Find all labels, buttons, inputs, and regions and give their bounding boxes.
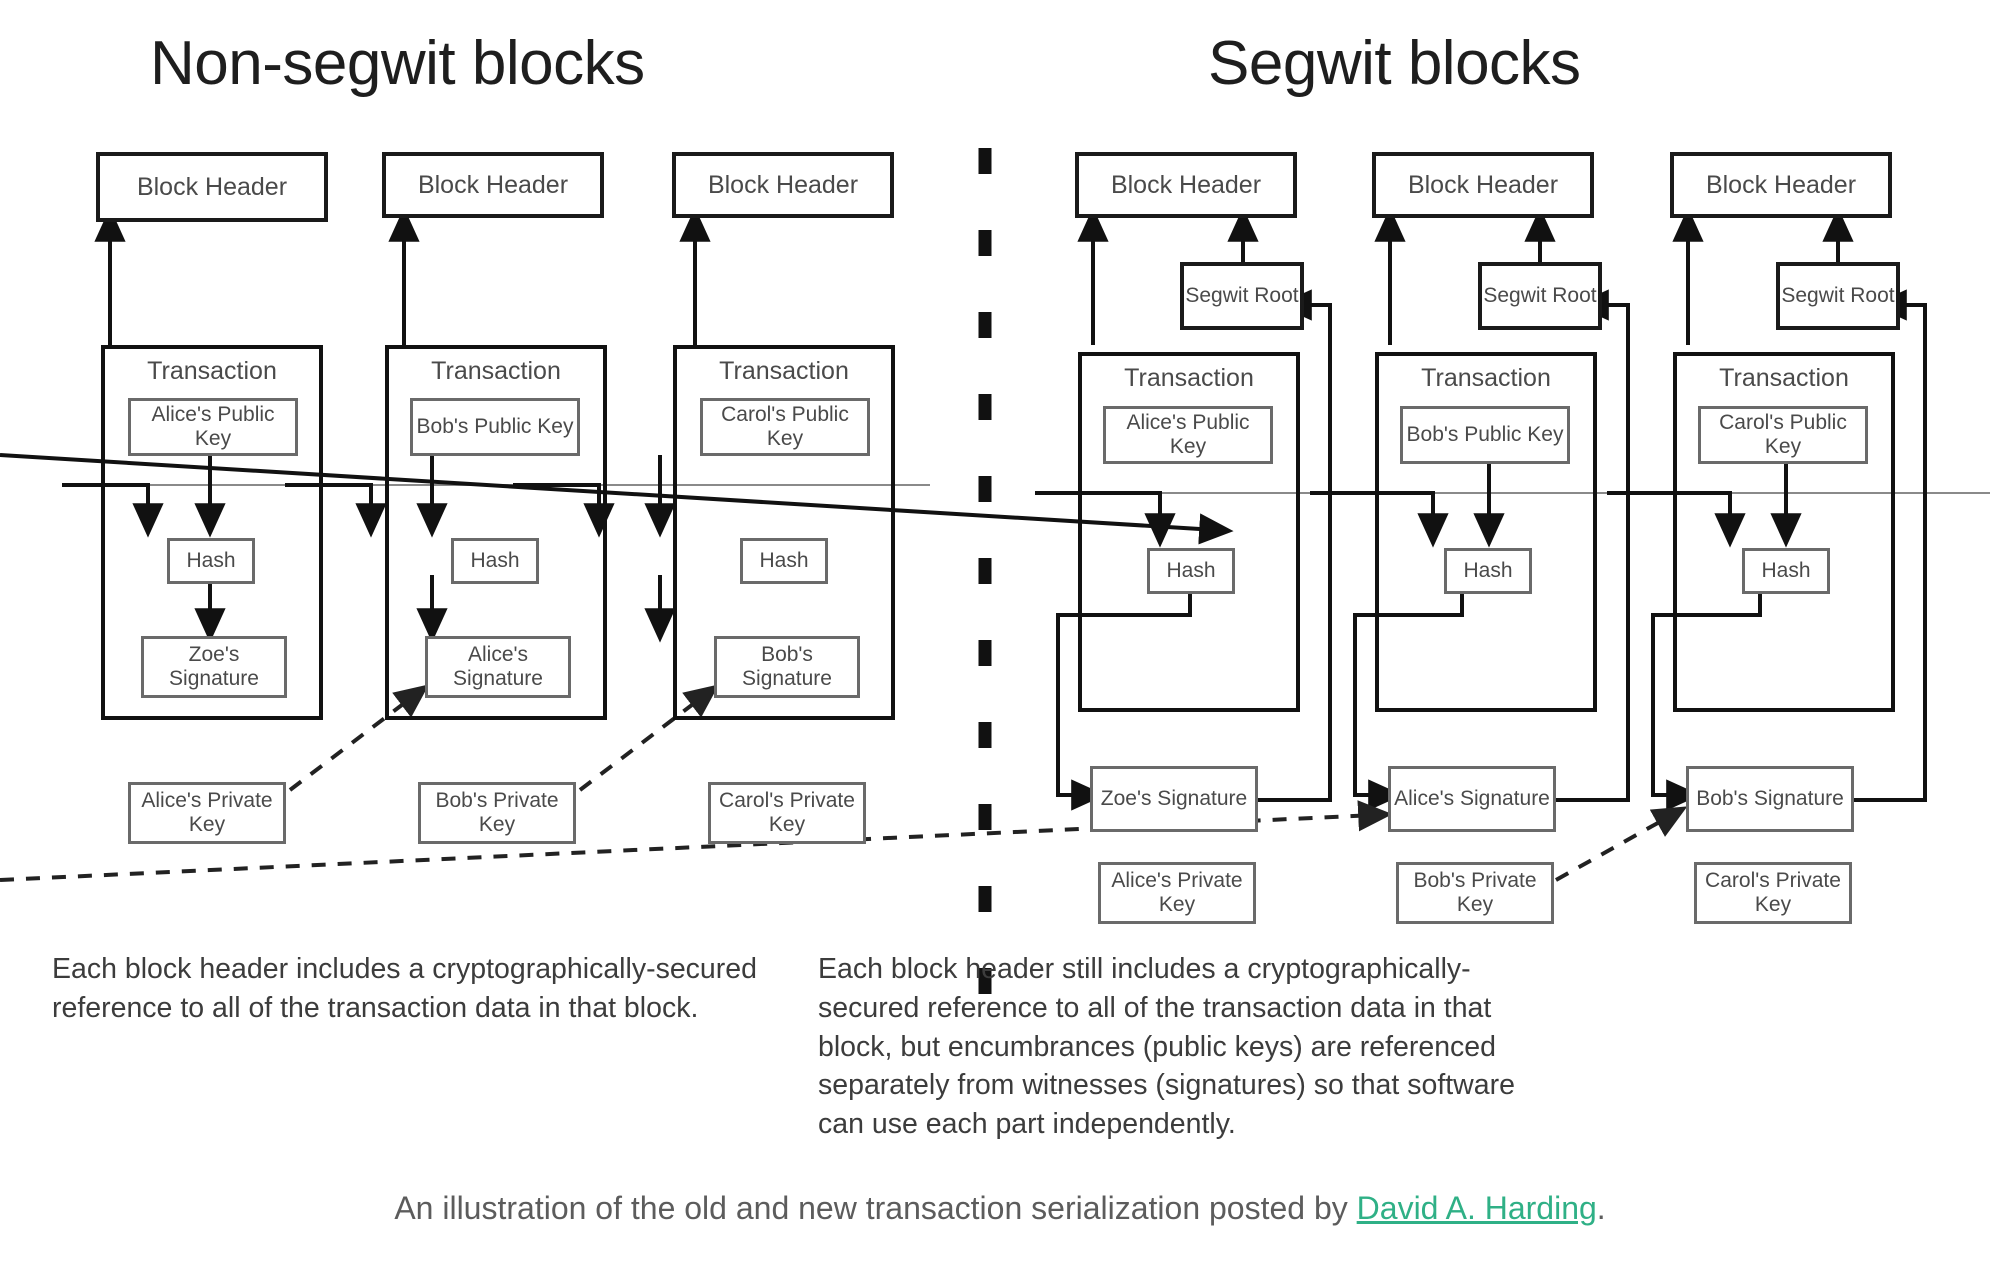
page-title-segwit: Segwit blocks [1208, 29, 1581, 98]
ns-signature-1: Zoe's Signature [141, 636, 287, 698]
sw-block-header-3: Block Header [1670, 152, 1892, 218]
sw-signature-1: Zoe's Signature [1090, 766, 1258, 832]
sw-public-key-3: Carol's Public Key [1698, 406, 1868, 464]
ns-block-header-2: Block Header [382, 152, 604, 218]
ns-private-key-1: Alice's Private Key [128, 782, 286, 844]
sw-private-key-2: Bob's Private Key [1396, 862, 1554, 924]
ns-block-header-3: Block Header [672, 152, 894, 218]
sw-dashed-privkey-2 [1555, 806, 1688, 882]
sw-transaction-label-2: Transaction [1421, 364, 1551, 392]
ns-transaction-box-3: Transaction [673, 345, 895, 720]
ns-public-key-3: Carol's Public Key [700, 398, 870, 456]
sw-transaction-label-1: Transaction [1124, 364, 1254, 392]
ns-public-key-1: Alice's Public Key [128, 398, 298, 456]
ns-signature-2: Alice's Signature [425, 636, 571, 698]
ns-signature-3: Bob's Signature [714, 636, 860, 698]
caption-nonsegwit: Each block header includes a cryptograph… [52, 953, 757, 1024]
sw-segwit-root-3: Segwit Root [1776, 262, 1900, 330]
sw-transaction-box-1: Transaction [1078, 352, 1300, 712]
ns-transaction-box-1: Transaction [101, 345, 323, 720]
sw-hash-1: Hash [1147, 548, 1235, 594]
caption-segwit: Each block header still includes a crypt… [818, 953, 1515, 1140]
sw-public-key-2: Bob's Public Key [1400, 406, 1570, 464]
sw-hash-3: Hash [1742, 548, 1830, 594]
sw-hash-2: Hash [1444, 548, 1532, 594]
attribution-suffix: . [1596, 1190, 1606, 1226]
sw-segwit-root-1: Segwit Root [1180, 262, 1304, 330]
sw-transaction-label-3: Transaction [1719, 364, 1849, 392]
attribution-line: An illustration of the old and new trans… [0, 1190, 2000, 1227]
ns-transaction-box-2: Transaction [385, 345, 607, 720]
ns-transaction-label-2: Transaction [431, 357, 561, 385]
sw-public-key-1: Alice's Public Key [1103, 406, 1273, 464]
sw-signature-2: Alice's Signature [1388, 766, 1556, 832]
sw-segwit-root-2: Segwit Root [1478, 262, 1602, 330]
sw-block-header-2: Block Header [1372, 152, 1594, 218]
ns-transaction-label-1: Transaction [147, 357, 277, 385]
attribution-link[interactable]: David A. Harding [1356, 1190, 1597, 1226]
sw-signature-3: Bob's Signature [1686, 766, 1854, 832]
page-title-nonsegwit: Non-segwit blocks [150, 29, 645, 98]
sw-block-header-1: Block Header [1075, 152, 1297, 218]
ns-private-key-3: Carol's Private Key [708, 782, 866, 844]
ns-hash-3: Hash [740, 538, 828, 584]
sw-private-key-3: Carol's Private Key [1694, 862, 1852, 924]
ns-public-key-2: Bob's Public Key [410, 398, 580, 456]
attribution-prefix: An illustration of the old and new trans… [394, 1190, 1357, 1226]
ns-private-key-2: Bob's Private Key [418, 782, 576, 844]
sw-transaction-box-3: Transaction [1673, 352, 1895, 712]
sw-private-key-1: Alice's Private Key [1098, 862, 1256, 924]
ns-block-header-1: Block Header [96, 152, 328, 222]
ns-transaction-label-3: Transaction [719, 357, 849, 385]
sw-transaction-box-2: Transaction [1375, 352, 1597, 712]
ns-hash-2: Hash [451, 538, 539, 584]
ns-hash-1: Hash [167, 538, 255, 584]
